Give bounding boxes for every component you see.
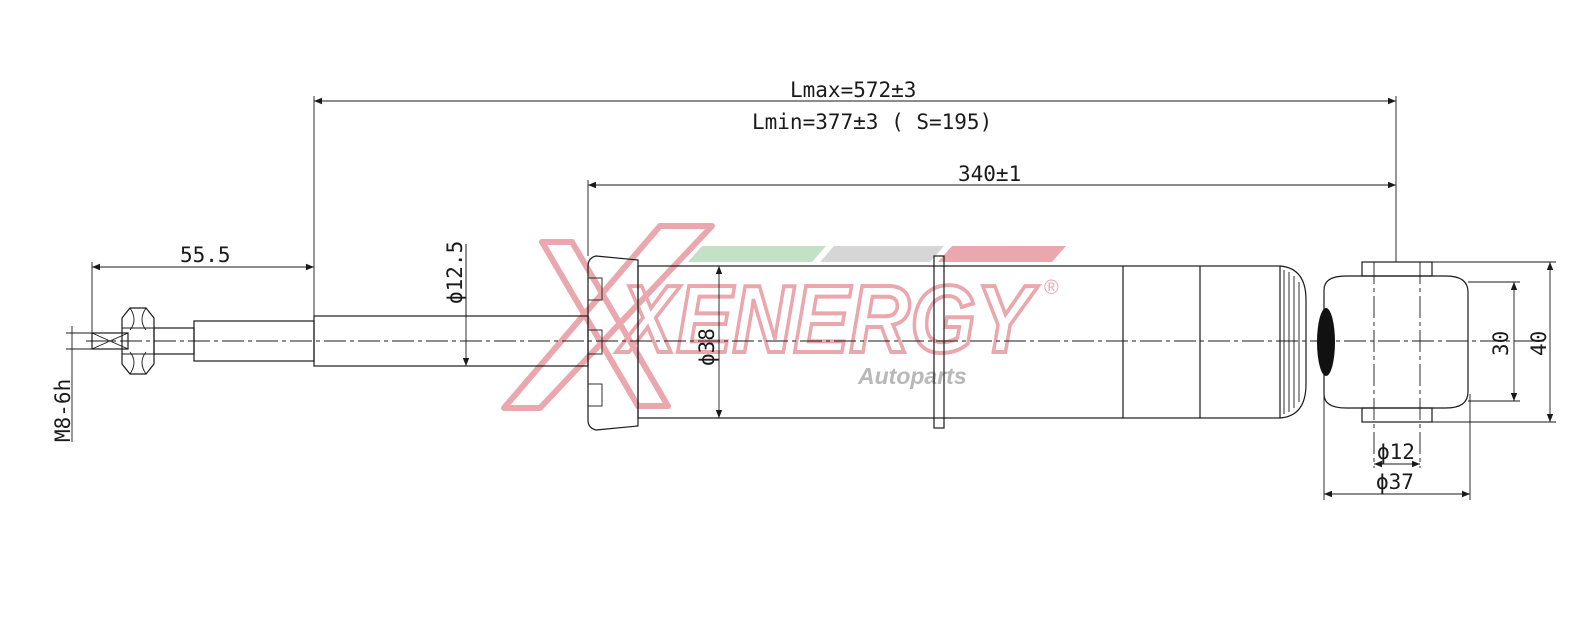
watermark-green-stripe: [688, 246, 826, 262]
dim-eye-width: 30: [1489, 331, 1513, 356]
dim-thread-spec: M8-6h: [51, 379, 75, 442]
eye-bushing: [1317, 308, 1335, 376]
dim-rod-diameter: ϕ12.5: [443, 241, 467, 304]
watermark-red-stripe: [938, 246, 1066, 262]
watermark-tagline: Autoparts: [857, 363, 967, 389]
watermark-x-logo: [501, 223, 715, 411]
cylinder-body: [587, 255, 1307, 431]
eye-mount: [1317, 261, 1469, 468]
watermark: XENERGY ® Autoparts: [501, 223, 1066, 411]
dim-bore-diameter: ϕ12: [1377, 440, 1415, 464]
dim-lmin: Lmin=377±3 ( S=195): [752, 110, 992, 134]
dim-thread-length: 55.5: [180, 243, 231, 267]
dim-body-length: 340±1: [958, 162, 1021, 186]
dim-eye-diameter: ϕ37: [1376, 470, 1414, 494]
dim-eye-outer-width: 40: [1527, 331, 1551, 356]
watermark-grey-stripe: [820, 246, 944, 262]
watermark-registered-mark: ®: [1044, 277, 1059, 299]
dim-body-diameter: ϕ38: [695, 328, 719, 366]
dim-lmax: Lmax=572±3: [790, 78, 916, 102]
dimension-lines: [66, 96, 1556, 500]
watermark-brand: XENERGY: [616, 266, 1039, 373]
